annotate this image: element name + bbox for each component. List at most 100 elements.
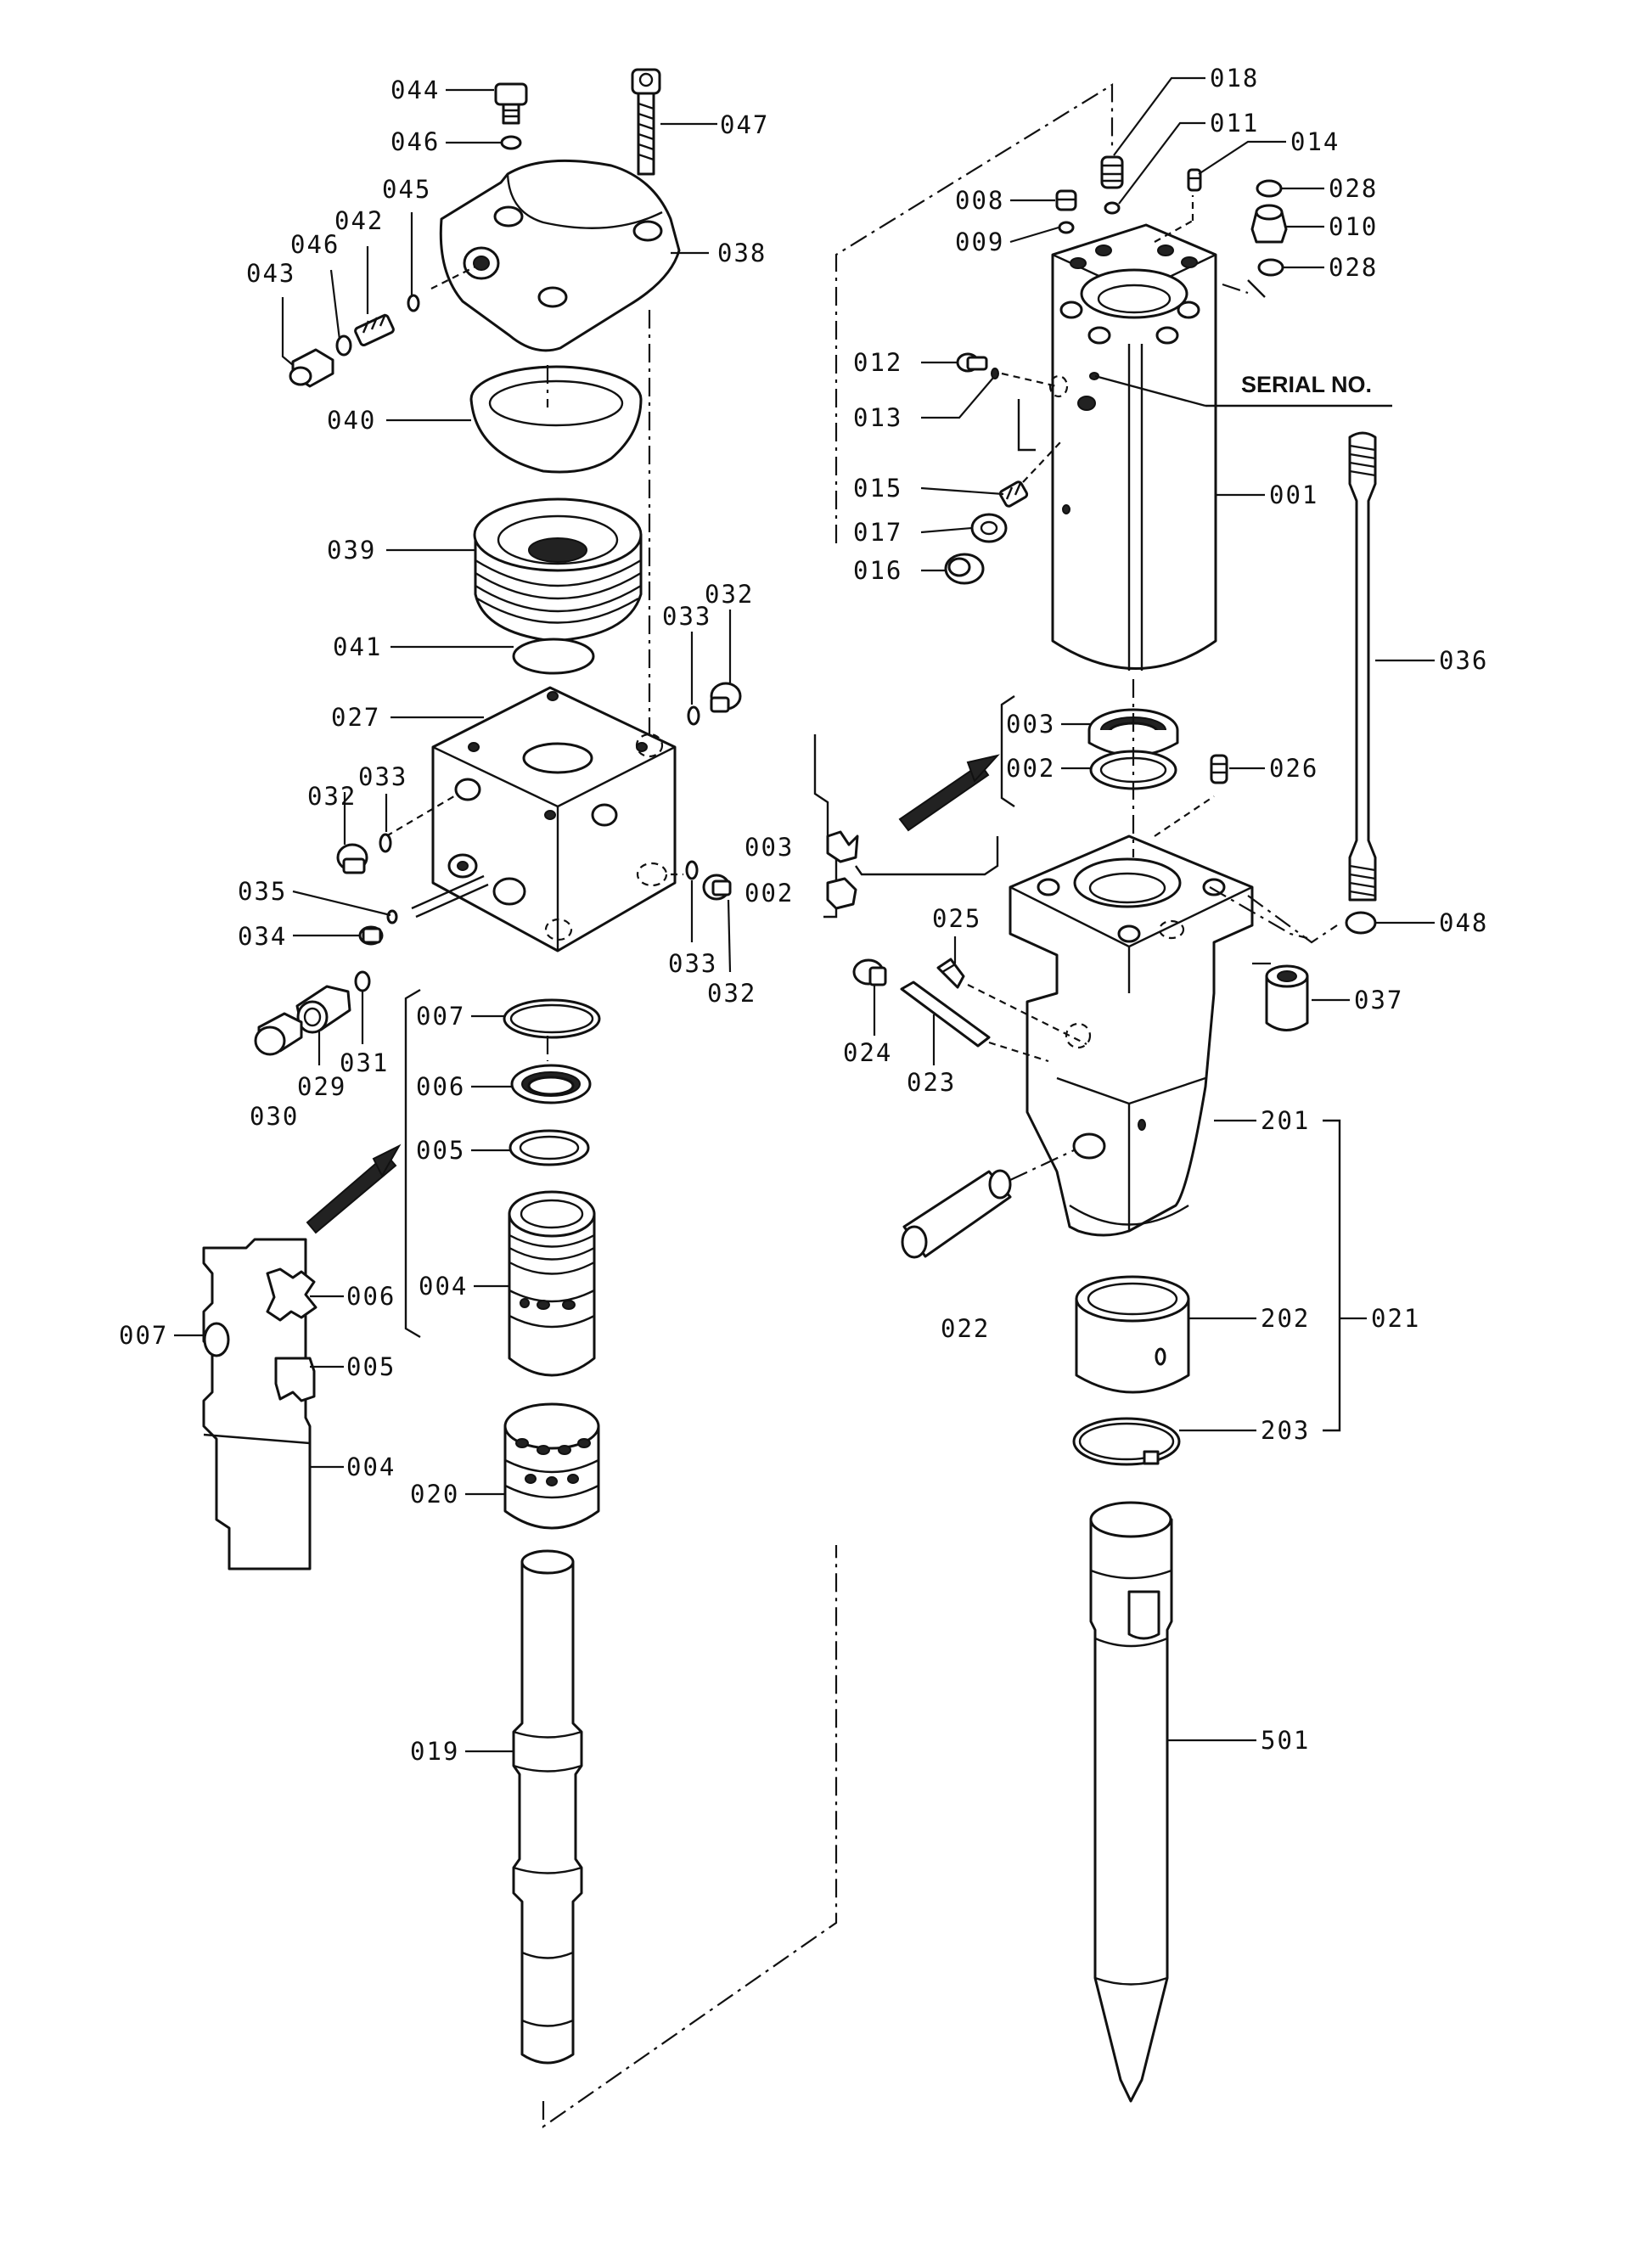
label-detail-002: 002 — [745, 879, 794, 907]
label-028-top: 028 — [1329, 174, 1378, 203]
part-043-plug — [289, 348, 334, 388]
label-005: 005 — [416, 1136, 465, 1165]
label-004: 004 — [419, 1272, 468, 1301]
front-head-group-bracket — [1323, 1119, 1341, 1432]
label-detail-007: 007 — [119, 1321, 168, 1350]
label-detail-005: 005 — [346, 1352, 396, 1381]
part-048-ring — [1345, 911, 1377, 935]
part-001-cylinder — [1048, 223, 1217, 671]
part-010-fitting — [1250, 204, 1288, 244]
part-017-ring — [970, 513, 1008, 543]
label-018: 018 — [1210, 64, 1259, 93]
label-006: 006 — [416, 1072, 465, 1101]
label-001: 001 — [1269, 480, 1318, 509]
label-045: 045 — [382, 175, 431, 204]
part-036-tie-rod — [1348, 431, 1377, 902]
part-046-washer — [500, 135, 522, 150]
label-202: 202 — [1261, 1304, 1310, 1333]
part-022-pin — [901, 1169, 1012, 1259]
part-004-sleeve — [508, 1190, 596, 1377]
label-007: 007 — [416, 1002, 465, 1031]
label-046: 046 — [290, 230, 340, 259]
part-033-ring-lower — [685, 860, 699, 880]
connection-line-top — [834, 83, 1114, 543]
part-032-screw — [710, 682, 742, 713]
label-011: 011 — [1210, 109, 1259, 138]
label-201: 201 — [1261, 1106, 1310, 1135]
label-043: 043 — [246, 259, 295, 288]
part-019-piston — [512, 1549, 583, 2065]
label-012: 012 — [853, 348, 902, 377]
label-029: 029 — [297, 1072, 346, 1101]
label-022: 022 — [941, 1314, 990, 1343]
part-040-cup — [469, 365, 643, 474]
serial-leader — [1094, 374, 1206, 407]
label-040: 040 — [327, 406, 376, 435]
part-031-ring — [354, 970, 371, 992]
part-006-seal — [510, 1064, 592, 1104]
label-003: 003 — [1006, 710, 1055, 739]
label-detail-004: 004 — [346, 1453, 396, 1481]
part-033-ring-left — [379, 833, 392, 853]
label-035: 035 — [238, 877, 287, 906]
part-028-ring-upper — [1256, 179, 1283, 198]
label-501: 501 — [1261, 1726, 1310, 1755]
seal-detail-bracket-right — [1000, 695, 1015, 807]
part-018-plug — [1100, 155, 1124, 189]
part-032-screw-lower — [702, 874, 732, 901]
seal-group-bracket — [404, 988, 421, 1339]
part-032-screw-left — [336, 843, 368, 874]
label-039: 039 — [327, 536, 376, 565]
label-015: 015 — [853, 474, 902, 503]
label-023: 023 — [907, 1068, 956, 1097]
part-029-fitting — [295, 985, 351, 1034]
label-032-top: 032 — [705, 580, 754, 609]
part-020-sleeve — [503, 1402, 600, 1530]
label-028-bottom: 028 — [1329, 253, 1378, 282]
label-027: 027 — [331, 703, 380, 732]
part-044-bolt — [494, 82, 528, 125]
cylinder-ports-bracket — [1017, 399, 1036, 452]
part-028-ring-lower — [1257, 258, 1284, 277]
detail-arrow-left — [306, 1153, 397, 1234]
part-035-ring — [386, 909, 398, 924]
part-045-ring — [407, 294, 420, 312]
seal-detail-inset-right — [813, 734, 999, 919]
label-021: 021 — [1371, 1304, 1420, 1333]
part-201-front-head — [1009, 834, 1254, 1237]
label-025: 025 — [932, 904, 981, 933]
part-030-plug — [254, 1012, 303, 1056]
part-039-ring-pack — [473, 497, 643, 643]
label-033-low: 033 — [668, 949, 717, 978]
label-013: 013 — [853, 403, 902, 432]
label-046-top: 046 — [391, 127, 440, 156]
label-009: 009 — [955, 228, 1004, 256]
part-041-o-ring — [512, 638, 595, 675]
label-010: 010 — [1329, 212, 1378, 241]
part-202-bushing — [1075, 1275, 1190, 1394]
part-046-ring — [335, 334, 352, 357]
label-014: 014 — [1290, 127, 1340, 156]
label-044: 044 — [391, 76, 440, 104]
part-016-plug — [944, 553, 985, 585]
label-032-left: 032 — [307, 782, 357, 811]
part-025-grease-fitting — [936, 958, 965, 989]
part-035-pin — [411, 874, 489, 919]
part-009-ring — [1058, 221, 1075, 234]
part-037-bushing — [1265, 964, 1309, 1031]
leader-lines — [174, 76, 1435, 1753]
label-031: 031 — [340, 1048, 389, 1077]
label-036: 036 — [1439, 646, 1488, 675]
part-027-valve-block — [431, 686, 677, 952]
label-032-low: 032 — [707, 979, 756, 1008]
part-042-valve — [354, 313, 395, 347]
seal-detail-inset — [202, 1238, 317, 1571]
part-026-plug — [1210, 754, 1228, 784]
label-042: 042 — [334, 206, 384, 235]
part-013-ring — [991, 368, 999, 379]
label-041: 041 — [333, 632, 382, 661]
part-015-plug — [998, 480, 1029, 508]
label-048: 048 — [1439, 908, 1488, 937]
label-033-top: 033 — [662, 602, 711, 631]
part-034-screw — [358, 925, 384, 946]
